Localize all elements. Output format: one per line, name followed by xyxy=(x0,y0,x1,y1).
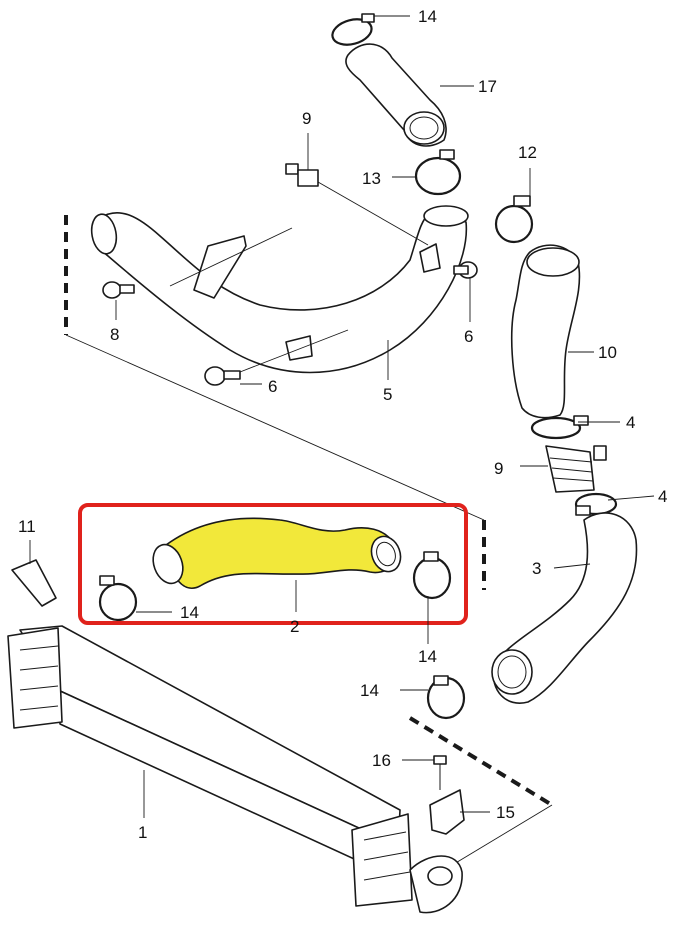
hose-10 xyxy=(510,244,581,419)
callout-label: 6 xyxy=(464,327,473,346)
callout-label: 16 xyxy=(372,751,391,770)
clamp-14-left xyxy=(98,575,138,622)
callout-label: 11 xyxy=(18,517,36,536)
callout-label: 5 xyxy=(383,385,392,404)
screw-16 xyxy=(433,755,447,790)
bolt-8 xyxy=(285,163,319,187)
callout-label: 17 xyxy=(478,77,497,96)
clamp-4-lower xyxy=(574,492,618,516)
clamp-14-right xyxy=(412,551,452,600)
callout-label: 14 xyxy=(418,7,437,26)
upper-hose-17 xyxy=(345,43,447,147)
intercooler-1 xyxy=(7,625,463,914)
connector-9 xyxy=(545,445,607,493)
leader-lines xyxy=(29,15,655,818)
clamp-4-upper xyxy=(530,415,589,440)
callout-labels: 14 17 13 9 8 6 6 5 12 10 4 9 4 3 14 11 1… xyxy=(18,7,667,842)
callout-label: 9 xyxy=(494,459,503,478)
clamp-13 xyxy=(426,675,466,720)
pipe-5 xyxy=(90,205,469,374)
hose-3 xyxy=(491,512,638,704)
clamp-14-top xyxy=(331,13,375,46)
callout-label: 14 xyxy=(418,647,437,666)
bolt-6-lower xyxy=(204,366,241,386)
callout-label: 14 xyxy=(180,603,199,622)
callout-label: 8 xyxy=(110,325,119,344)
highlighted-hose-2 xyxy=(152,517,402,589)
dashed-reference-lines xyxy=(64,215,554,871)
strip-11 xyxy=(11,559,57,607)
clamp-14-mid xyxy=(414,149,462,196)
callout-label: 6 xyxy=(268,377,277,396)
callout-label: 2 xyxy=(290,617,299,636)
bolt-6-right xyxy=(453,261,478,279)
callout-label: 4 xyxy=(626,413,635,432)
callout-label: 4 xyxy=(658,487,667,506)
clamp-12 xyxy=(494,195,534,244)
highlight-box xyxy=(78,503,468,625)
callout-label: 9 xyxy=(302,109,311,128)
callout-label: 10 xyxy=(598,343,617,362)
callout-label: 15 xyxy=(496,803,515,822)
callout-label: 12 xyxy=(518,143,537,162)
callout-label: 13 xyxy=(362,169,381,188)
bolt-7 xyxy=(102,281,135,299)
callout-label: 14 xyxy=(360,681,379,700)
callout-label: 1 xyxy=(138,823,147,842)
bracket-15 xyxy=(429,789,465,835)
callout-label: 3 xyxy=(532,559,541,578)
